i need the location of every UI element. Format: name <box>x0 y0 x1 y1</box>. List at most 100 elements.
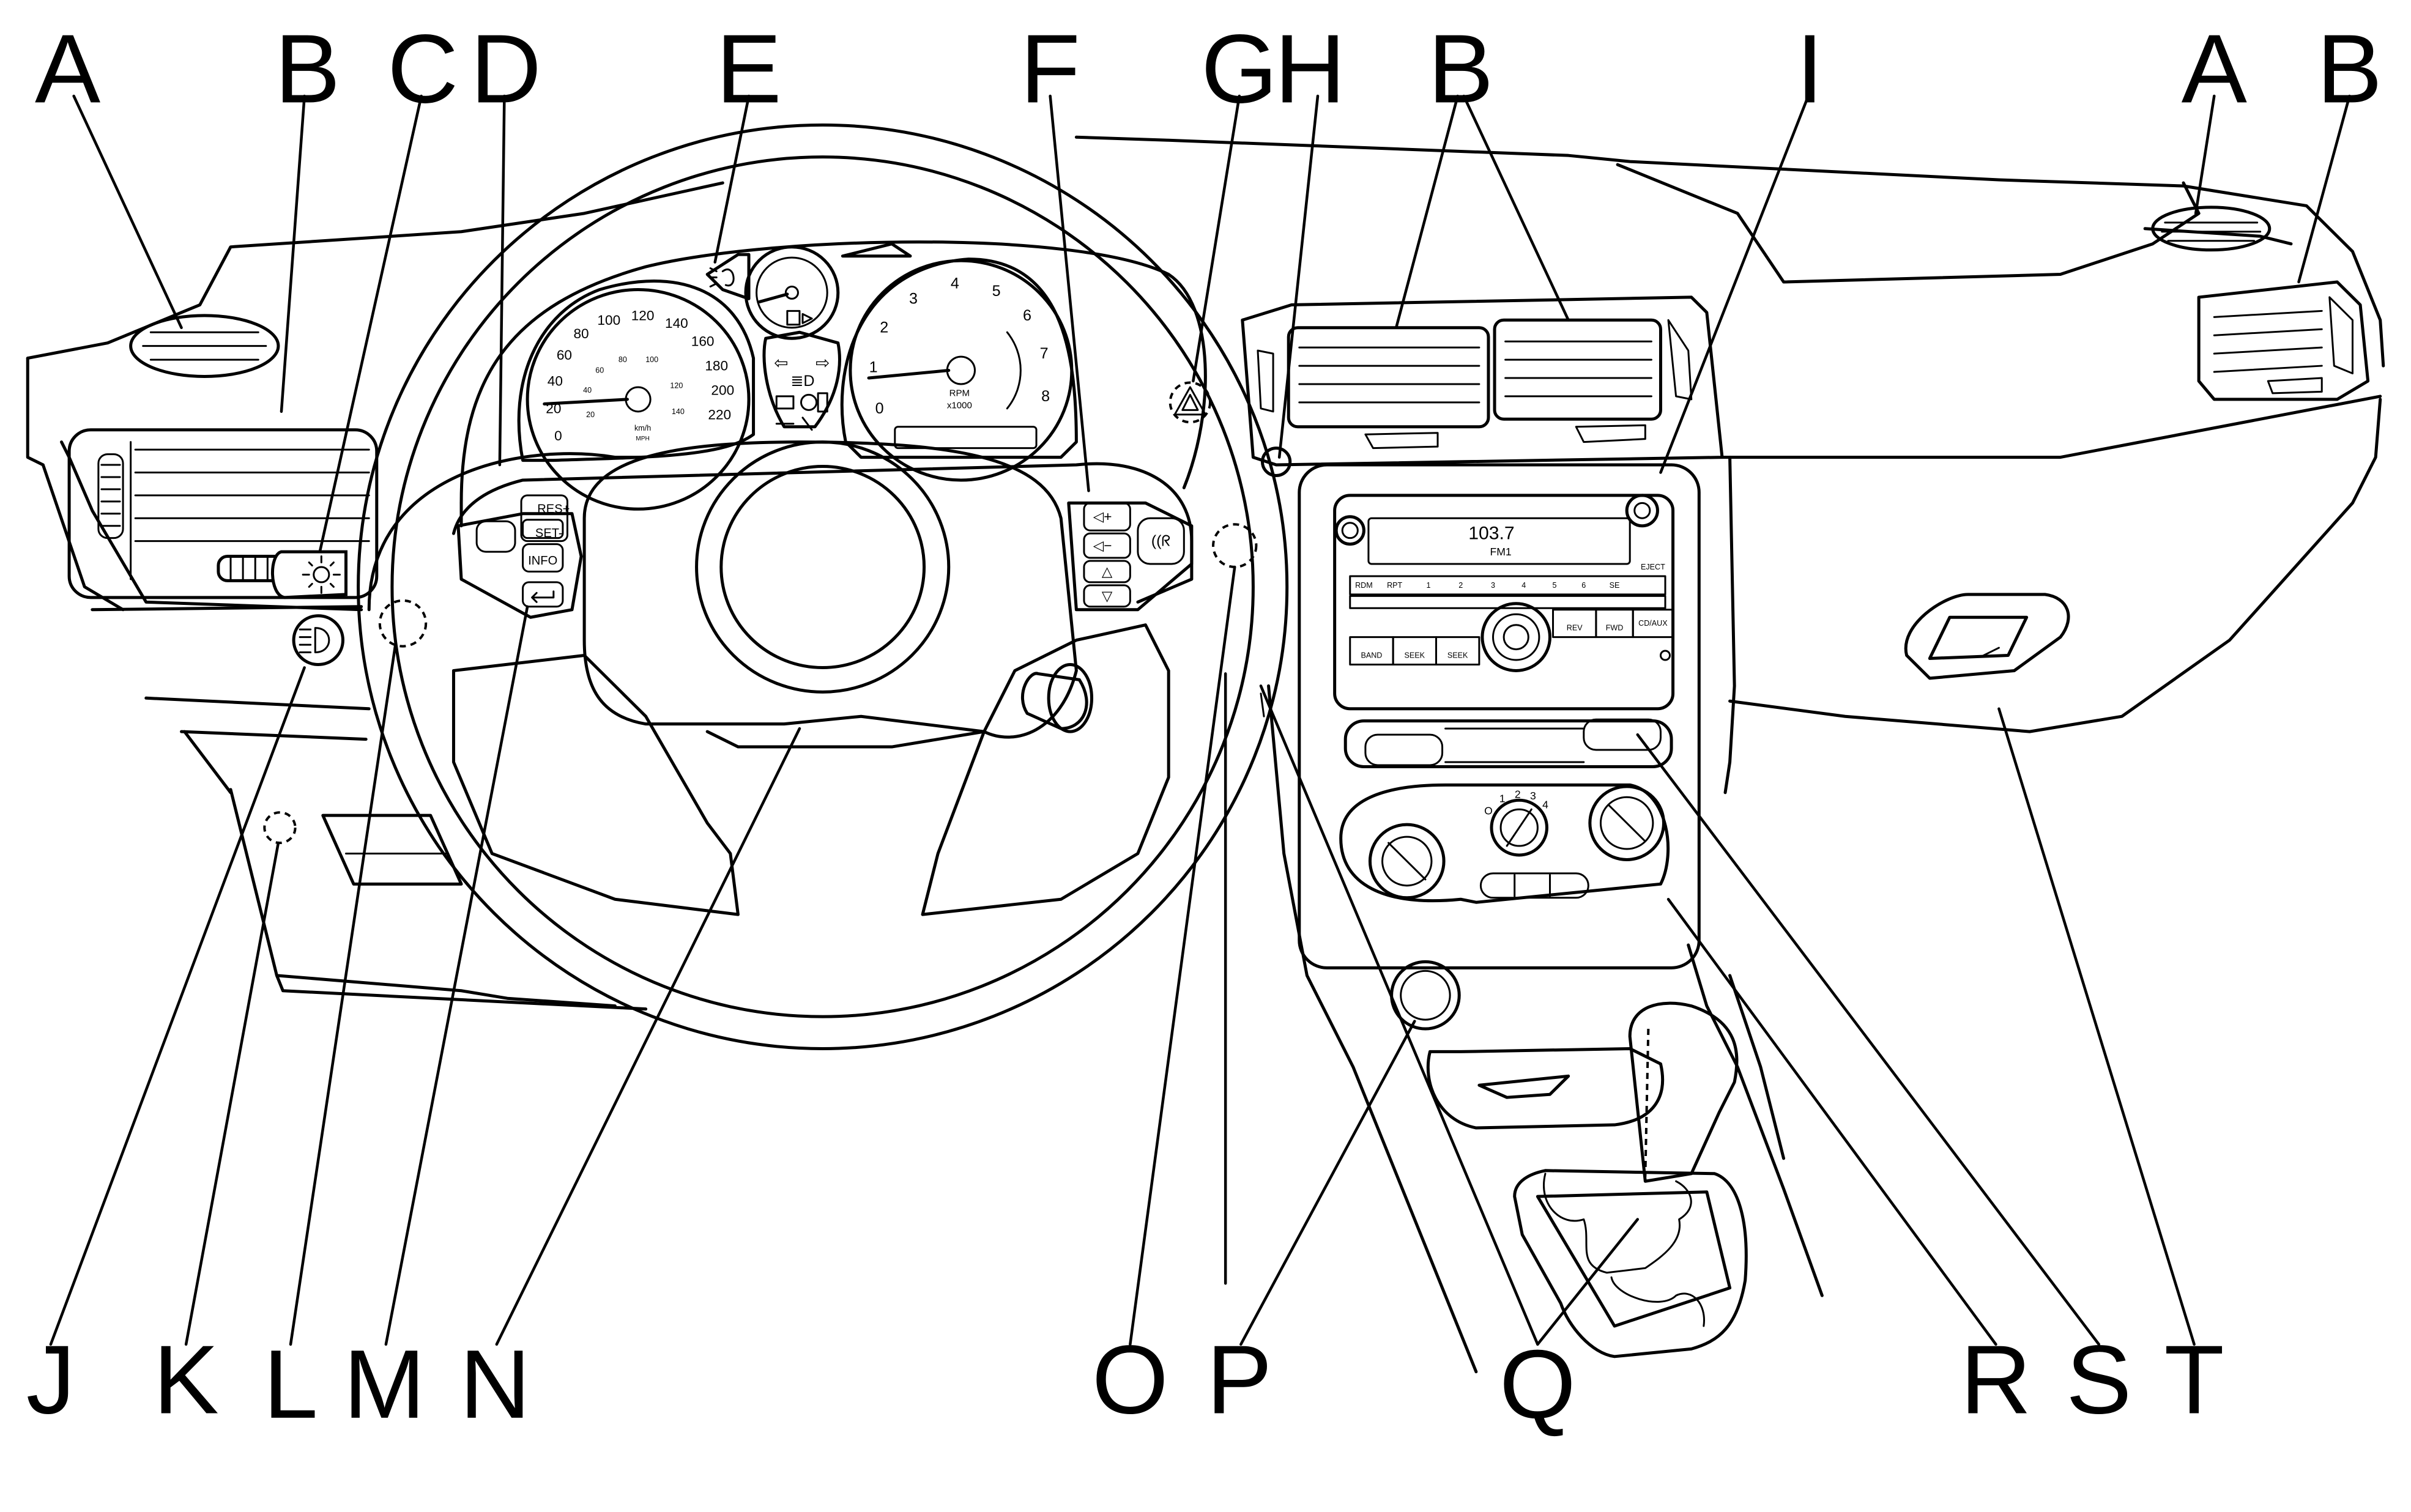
info-button-label[interactable]: INFO <box>528 554 557 568</box>
speed-tick-200: 200 <box>711 382 734 398</box>
radio-cdaux-button[interactable] <box>1633 610 1673 637</box>
callout-n: N <box>459 1330 530 1439</box>
svg-text:▽: ▽ <box>1102 588 1113 604</box>
svg-text:△: △ <box>1102 564 1113 579</box>
speed-inner-60: 60 <box>595 366 604 375</box>
callout-a-right: A <box>2182 14 2247 123</box>
radio-cdaux-label: CD/AUX <box>1638 619 1668 628</box>
cruise-set-label[interactable]: SET- <box>535 527 563 540</box>
callout-q: Q <box>1499 1330 1576 1439</box>
radio-btn-se[interactable]: SE <box>1610 581 1620 590</box>
scroll-down-button[interactable] <box>1084 585 1130 607</box>
seatbelt-icon <box>818 393 827 412</box>
fog-lamp-button[interactable] <box>294 616 343 665</box>
callout-p: P <box>1206 1325 1272 1434</box>
rpm-tick-4: 4 <box>951 275 959 292</box>
rpm-multiplier-label: x1000 <box>947 400 972 410</box>
climate-control-panel: O 1 2 3 4 <box>1341 785 1668 902</box>
speed-unit-kmh: km/h <box>634 424 651 432</box>
speed-inner-120: 120 <box>670 381 683 390</box>
speed-inner-40: 40 <box>583 386 592 395</box>
left-side-vent <box>69 430 377 598</box>
svg-text:◁−: ◁− <box>1093 538 1112 554</box>
rpm-tick-2: 2 <box>880 319 888 336</box>
enter-button[interactable] <box>523 582 563 607</box>
speed-inner-100: 100 <box>645 355 658 364</box>
fuel-pump-icon <box>787 311 800 324</box>
radio-unit: 103.7 FM1 RDM RPT 1 2 3 4 5 6 SE EJECT B… <box>1335 495 1673 709</box>
headlamp-indicator <box>707 254 749 298</box>
speed-tick-120: 120 <box>631 308 655 323</box>
callout-l: L <box>263 1330 318 1439</box>
headlamp-switch[interactable] <box>218 552 346 598</box>
mode-knob[interactable] <box>1370 825 1444 898</box>
left-steering-controls: RES+ SET- INFO <box>458 495 581 617</box>
radio-band-label: BAND <box>1361 651 1383 660</box>
radio-preset-6[interactable]: 6 <box>1581 581 1586 590</box>
turn-right-indicator-icon: ⇨ <box>815 354 830 372</box>
fan-speed-4: 4 <box>1542 799 1548 811</box>
oil-pressure-icon <box>801 395 816 410</box>
radio-power-button[interactable] <box>1336 517 1364 544</box>
hazard-warning-button[interactable] <box>1170 382 1210 422</box>
passenger-heated-seat-button[interactable] <box>1584 719 1661 750</box>
radio-tone-button[interactable] <box>1627 495 1657 526</box>
radio-preset-4[interactable]: 4 <box>1521 581 1526 590</box>
right-steering-controls: ◁+ ◁− △ ▽ ((ᖇ <box>1069 503 1192 609</box>
radio-display <box>1369 518 1630 564</box>
radio-btn-rdm[interactable]: RDM <box>1355 581 1373 590</box>
radio-frequency: 103.7 <box>1468 524 1514 544</box>
radio-btn-rpt[interactable]: RPT <box>1387 581 1402 590</box>
cruise-on-button[interactable] <box>477 521 515 552</box>
radio-preset-3[interactable]: 3 <box>1491 581 1495 590</box>
lower-left-storage <box>323 815 461 884</box>
center-vents <box>1243 297 1722 476</box>
speed-tick-40: 40 <box>548 374 563 389</box>
volume-up-button[interactable] <box>1084 503 1130 530</box>
hood-release-location <box>264 812 295 843</box>
callout-e: E <box>716 14 781 123</box>
tachometer: 0 1 2 3 4 5 6 7 8 RPM x1000 <box>850 261 1072 480</box>
radio-preset-1[interactable]: 1 <box>1426 581 1430 590</box>
rpm-unit-label: RPM <box>949 388 970 398</box>
climate-button-row[interactable] <box>1480 873 1588 898</box>
dimmer-control-location <box>380 601 426 647</box>
radio-seek-up-label: SEEK <box>1447 651 1468 660</box>
svg-text:◁+: ◁+ <box>1093 509 1112 524</box>
callout-j: J <box>26 1325 75 1434</box>
cruise-res-label[interactable]: RES+ <box>537 502 570 516</box>
left-upper-vent <box>131 316 278 377</box>
rpm-tick-3: 3 <box>909 290 918 307</box>
high-beam-indicator-icon: ≣D <box>790 372 814 390</box>
warning-lamp-panel: ⇦ ⇨ ≣D <box>764 332 839 429</box>
callout-r: R <box>1960 1325 2031 1434</box>
radio-volume-knob[interactable] <box>1482 604 1550 671</box>
fuel-gauge <box>746 247 838 339</box>
callout-t: T <box>2164 1325 2224 1434</box>
right-upper-vent <box>2153 207 2270 250</box>
radio-seek-up-button[interactable] <box>1436 637 1479 665</box>
dashboard-outline <box>28 137 2383 1371</box>
radio-eject-label[interactable]: EJECT <box>1641 563 1665 571</box>
radio-preset-5[interactable]: 5 <box>1553 581 1557 590</box>
check-engine-icon <box>776 396 793 409</box>
fan-speed-3: 3 <box>1530 790 1536 802</box>
callout-b-left: B <box>275 14 340 123</box>
callout-labels: A B C D E F G H B I A B J K L M N O P Q … <box>26 14 2382 1439</box>
radio-seek-down-label: SEEK <box>1405 651 1425 660</box>
temperature-knob[interactable] <box>1590 787 1664 860</box>
callout-b-right: B <box>2317 14 2382 123</box>
speed-tick-60: 60 <box>557 347 572 363</box>
voice-button[interactable] <box>1138 518 1184 564</box>
scroll-up-button[interactable] <box>1084 561 1130 582</box>
rpm-tick-7: 7 <box>1040 345 1049 362</box>
rpm-tick-0: 0 <box>875 400 884 417</box>
radio-preset-2[interactable]: 2 <box>1458 581 1463 590</box>
fan-speed-knob[interactable] <box>1492 800 1547 855</box>
driver-heated-seat-button[interactable] <box>1365 735 1443 765</box>
volume-down-button[interactable] <box>1084 533 1130 558</box>
right-side-vent <box>2199 282 2368 399</box>
heated-seat-panel <box>1345 719 1671 766</box>
cluster-hood <box>461 242 1205 526</box>
